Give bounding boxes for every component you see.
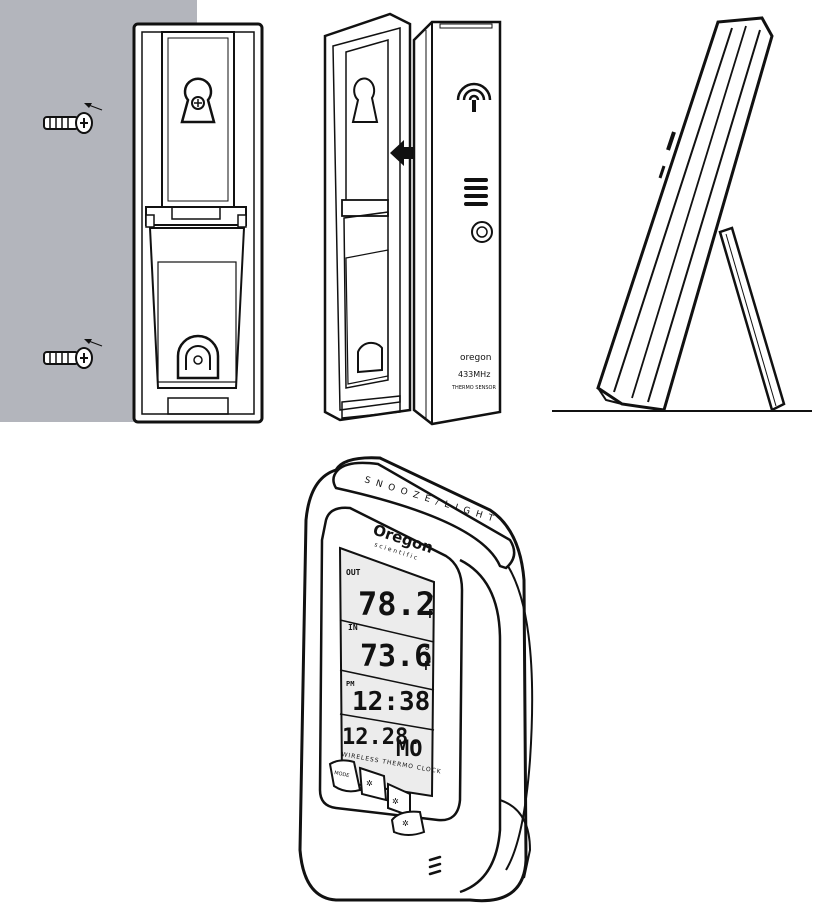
snooze-light-bar[interactable] (332, 461, 516, 570)
mode-button[interactable] (328, 759, 362, 793)
out-temperature: 78.2 (358, 585, 435, 623)
in-label: IN (348, 623, 358, 632)
weekday-display: MO (396, 737, 423, 762)
clock-front-view: SNOOZE/LIGHT Oregon scientific OUT 78.2 … (298, 456, 534, 903)
speaker-grille (428, 855, 442, 876)
out-label: OUT (346, 568, 361, 577)
lcd-display: OUT 78.2 ° F IN 73.6 ° F PM 12:38 12.28.… (338, 546, 435, 798)
sensor-type-label: THERMO SENSOR (451, 385, 496, 391)
date-display: 12.28. (342, 725, 421, 750)
in-temperature: 73.6 (360, 639, 432, 674)
sensor-back-cover (132, 22, 264, 424)
clock-side-view (596, 16, 774, 412)
out-unit: F (428, 607, 435, 621)
out-degree-symbol: ° (428, 594, 434, 605)
mode-button-label: MODE (334, 770, 350, 779)
sensor-cover (323, 12, 412, 422)
up-button[interactable] (358, 766, 388, 802)
wall-mount-keyhole-icon (176, 334, 220, 380)
alarm-button[interactable] (390, 810, 426, 836)
clock-time: 12:38 (352, 687, 430, 717)
direction-arrow-icon (390, 140, 426, 166)
wall-mount-panel (0, 0, 264, 424)
in-unit: F (424, 659, 431, 673)
sensor-body: oregon 433MHz THERMO SENSOR (412, 20, 502, 426)
alarm-button-icon: ✲ (402, 819, 409, 828)
vent-slots (464, 178, 488, 206)
front-buttons: MODE ✲ ✲ ✲ (328, 759, 426, 836)
sensor-attach-panel: oregon 433MHz THERMO SENSOR (323, 12, 502, 426)
sensor-frequency-label: 433MHz (458, 370, 490, 379)
stand-leg (718, 226, 786, 412)
in-degree-symbol: ° (424, 646, 430, 657)
wireless-signal-icon (456, 82, 492, 112)
wall-mount-keyhole-icon (180, 77, 216, 124)
up-button-icon: ✲ (366, 779, 373, 788)
direction-arrow-icon (84, 339, 103, 347)
screw-icon (43, 347, 93, 369)
desk-stand-panel (552, 16, 812, 412)
sensor-brand: oregon (460, 353, 491, 363)
pm-indicator: PM (346, 680, 354, 688)
reset-button-icon (471, 221, 493, 243)
direction-arrow-icon (84, 103, 103, 111)
screw-icon (43, 112, 93, 134)
down-button-icon: ✲ (392, 797, 399, 806)
